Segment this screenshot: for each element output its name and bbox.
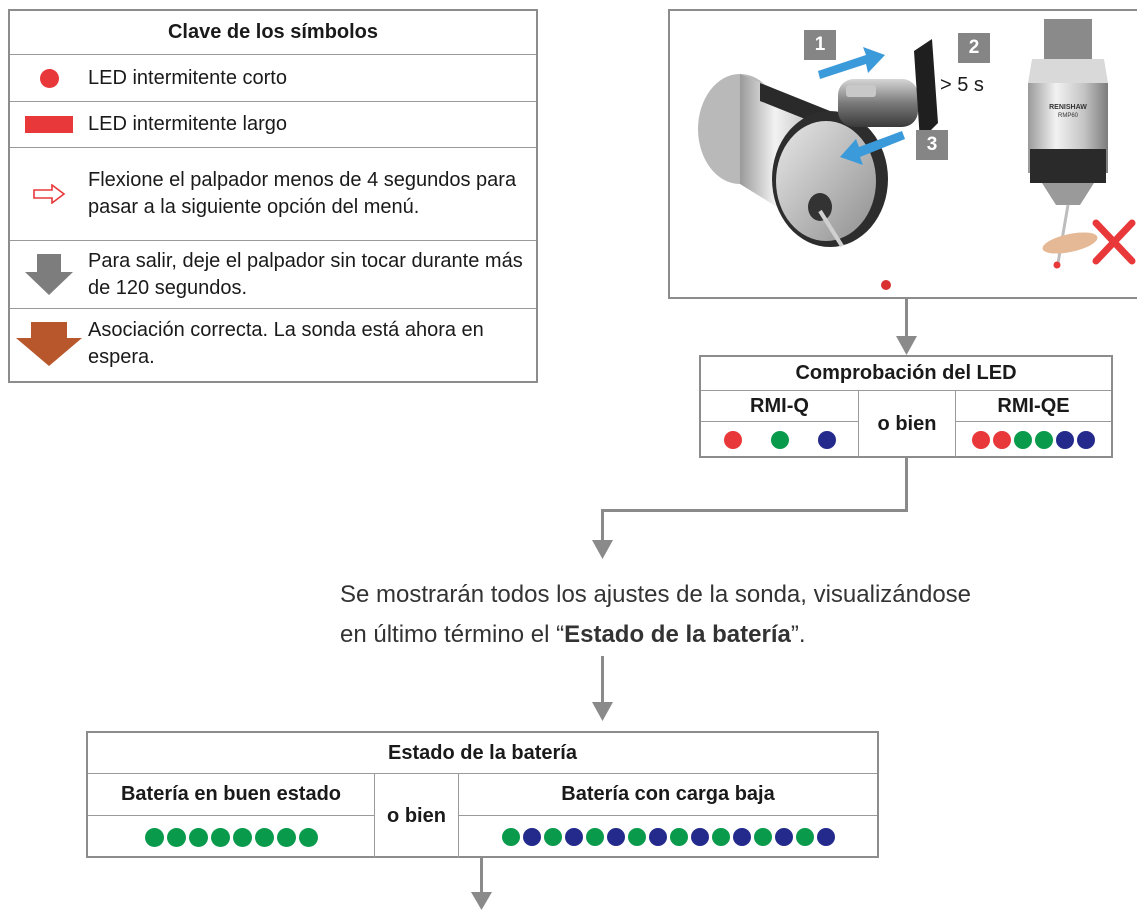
rmi-qe-led-sequence [956,422,1111,457]
battery-good-led-sequence [88,816,374,858]
arrow-down-icon [592,540,613,559]
green-led-dot [627,828,646,846]
connector-line [601,509,908,512]
led-check-table: Comprobación del LED RMI-Q o bien RMI-QE [699,355,1113,458]
green-led-dot [254,827,274,847]
legend-row-long-flash: LED intermitente largo [10,102,536,148]
blue-led-dot [774,828,793,846]
red-led-dot [723,430,742,449]
cross-icon [1092,219,1136,265]
red-led-dot [993,430,1011,449]
legend-row-exit: Para salir, deje el palpador sin tocar d… [10,241,536,309]
green-led-dot [669,828,688,846]
settings-text-line1: Se mostrarán todos los ajustes de la son… [340,581,972,608]
legend-title: Clave de los símbolos [10,11,536,55]
connector-line [480,857,483,895]
blue-led-dot [522,828,541,846]
probe-battery-photo: RENISHAW RMP60 1 2 3 > 5 s [668,9,1137,299]
rmi-q-column: RMI-Q [701,391,858,457]
battery-status-table: Estado de la batería Batería en buen est… [86,731,879,858]
red-led-dot [972,430,990,449]
red-bar-icon [10,116,88,133]
legend-row-success: Asociación correcta. La sonda está ahora… [10,309,536,378]
arrow-down-icon [592,702,613,721]
battery-good-column: Batería en buen estado [88,774,374,858]
connector-line [905,457,908,512]
led-indicator [881,280,891,290]
legend-text: LED intermitente corto [88,66,287,89]
blue-led-dot [648,828,667,846]
brown-arrow-down-icon [10,321,88,366]
green-led-dot [711,828,730,846]
green-led-dot [188,827,208,847]
blue-led-dot [1077,430,1095,449]
blue-led-dot [816,828,835,846]
settings-text-emphasis: Estado de la batería [564,621,791,648]
legend-text: Para salir, deje el palpador sin tocar d… [88,249,523,299]
rmi-q-led-sequence [701,422,858,457]
settings-text-suffix: ”. [790,621,806,648]
green-led-dot [144,827,164,847]
arrow-down-icon [471,892,492,910]
green-led-dot [166,827,186,847]
connector-line [601,656,604,706]
battery-title: Estado de la batería [88,733,877,774]
probe-brand-label: RENISHAW [1049,104,1087,111]
green-led-dot [795,828,814,846]
legend-row-next-option: Flexione el palpador menos de 4 segundos… [10,148,536,241]
green-led-dot [753,828,772,846]
green-led-dot [298,827,318,847]
blue-led-dot [732,828,751,846]
led-check-title: Comprobación del LED [701,357,1111,391]
battery-low-label: Batería con carga baja [459,774,877,816]
connector-line [905,298,908,342]
legend-text: Asociación correcta. La sonda está ahora… [88,318,484,368]
green-led-dot [210,827,230,847]
battery-cell [838,79,918,127]
green-led-dot [501,828,520,846]
blue-led-dot [690,828,709,846]
step-1-label: 1 [804,30,836,60]
arrow-down-icon [896,336,917,355]
probe-illustration: RENISHAW RMP60 [698,19,1136,290]
settings-text-line2: en último término el “Estado de la bater… [340,615,1060,655]
symbol-legend: Clave de los símbolos LED intermitente c… [8,9,538,383]
green-led-dot [770,430,789,449]
or-label: o bien [858,391,956,457]
settings-text-prefix: en último término el “ [340,621,565,648]
green-led-dot [232,827,252,847]
legend-text: Flexione el palpador menos de 4 segundos… [88,169,517,218]
remove-arrow-icon [840,131,905,165]
probe-rmp60 [1028,19,1108,269]
rmi-qe-label: RMI-QE [956,391,1111,422]
battery-low-column: Batería con carga baja [459,774,877,858]
grey-arrow-down-icon [10,253,88,296]
legend-row-short-flash: LED intermitente corto [10,55,536,102]
rmi-q-label: RMI-Q [701,391,858,422]
connector-line [601,509,604,543]
green-led-dot [585,828,604,846]
settings-description: Se mostrarán todos los ajustes de la son… [340,575,1060,655]
step-2-label: 2 [958,33,990,63]
blue-led-dot [564,828,583,846]
battery-low-led-sequence [459,816,877,858]
step-3-label: 3 [916,130,948,160]
or-label: o bien [374,774,459,858]
outline-arrow-right-icon [10,184,88,204]
blue-led-dot [817,430,836,449]
battery-cap [914,39,938,141]
blue-led-dot [606,828,625,846]
battery-good-label: Batería en buen estado [88,774,374,816]
duration-label: > 5 s [940,74,984,96]
rmi-qe-column: RMI-QE [956,391,1111,457]
red-dot-icon [10,68,88,88]
blue-led-dot [1056,430,1074,449]
green-led-dot [276,827,296,847]
green-led-dot [543,828,562,846]
green-led-dot [1014,430,1032,449]
probe-model-label: RMP60 [1058,113,1079,119]
insert-arrow-icon [818,47,885,79]
legend-text: LED intermitente largo [88,113,287,135]
green-led-dot [1035,430,1053,449]
